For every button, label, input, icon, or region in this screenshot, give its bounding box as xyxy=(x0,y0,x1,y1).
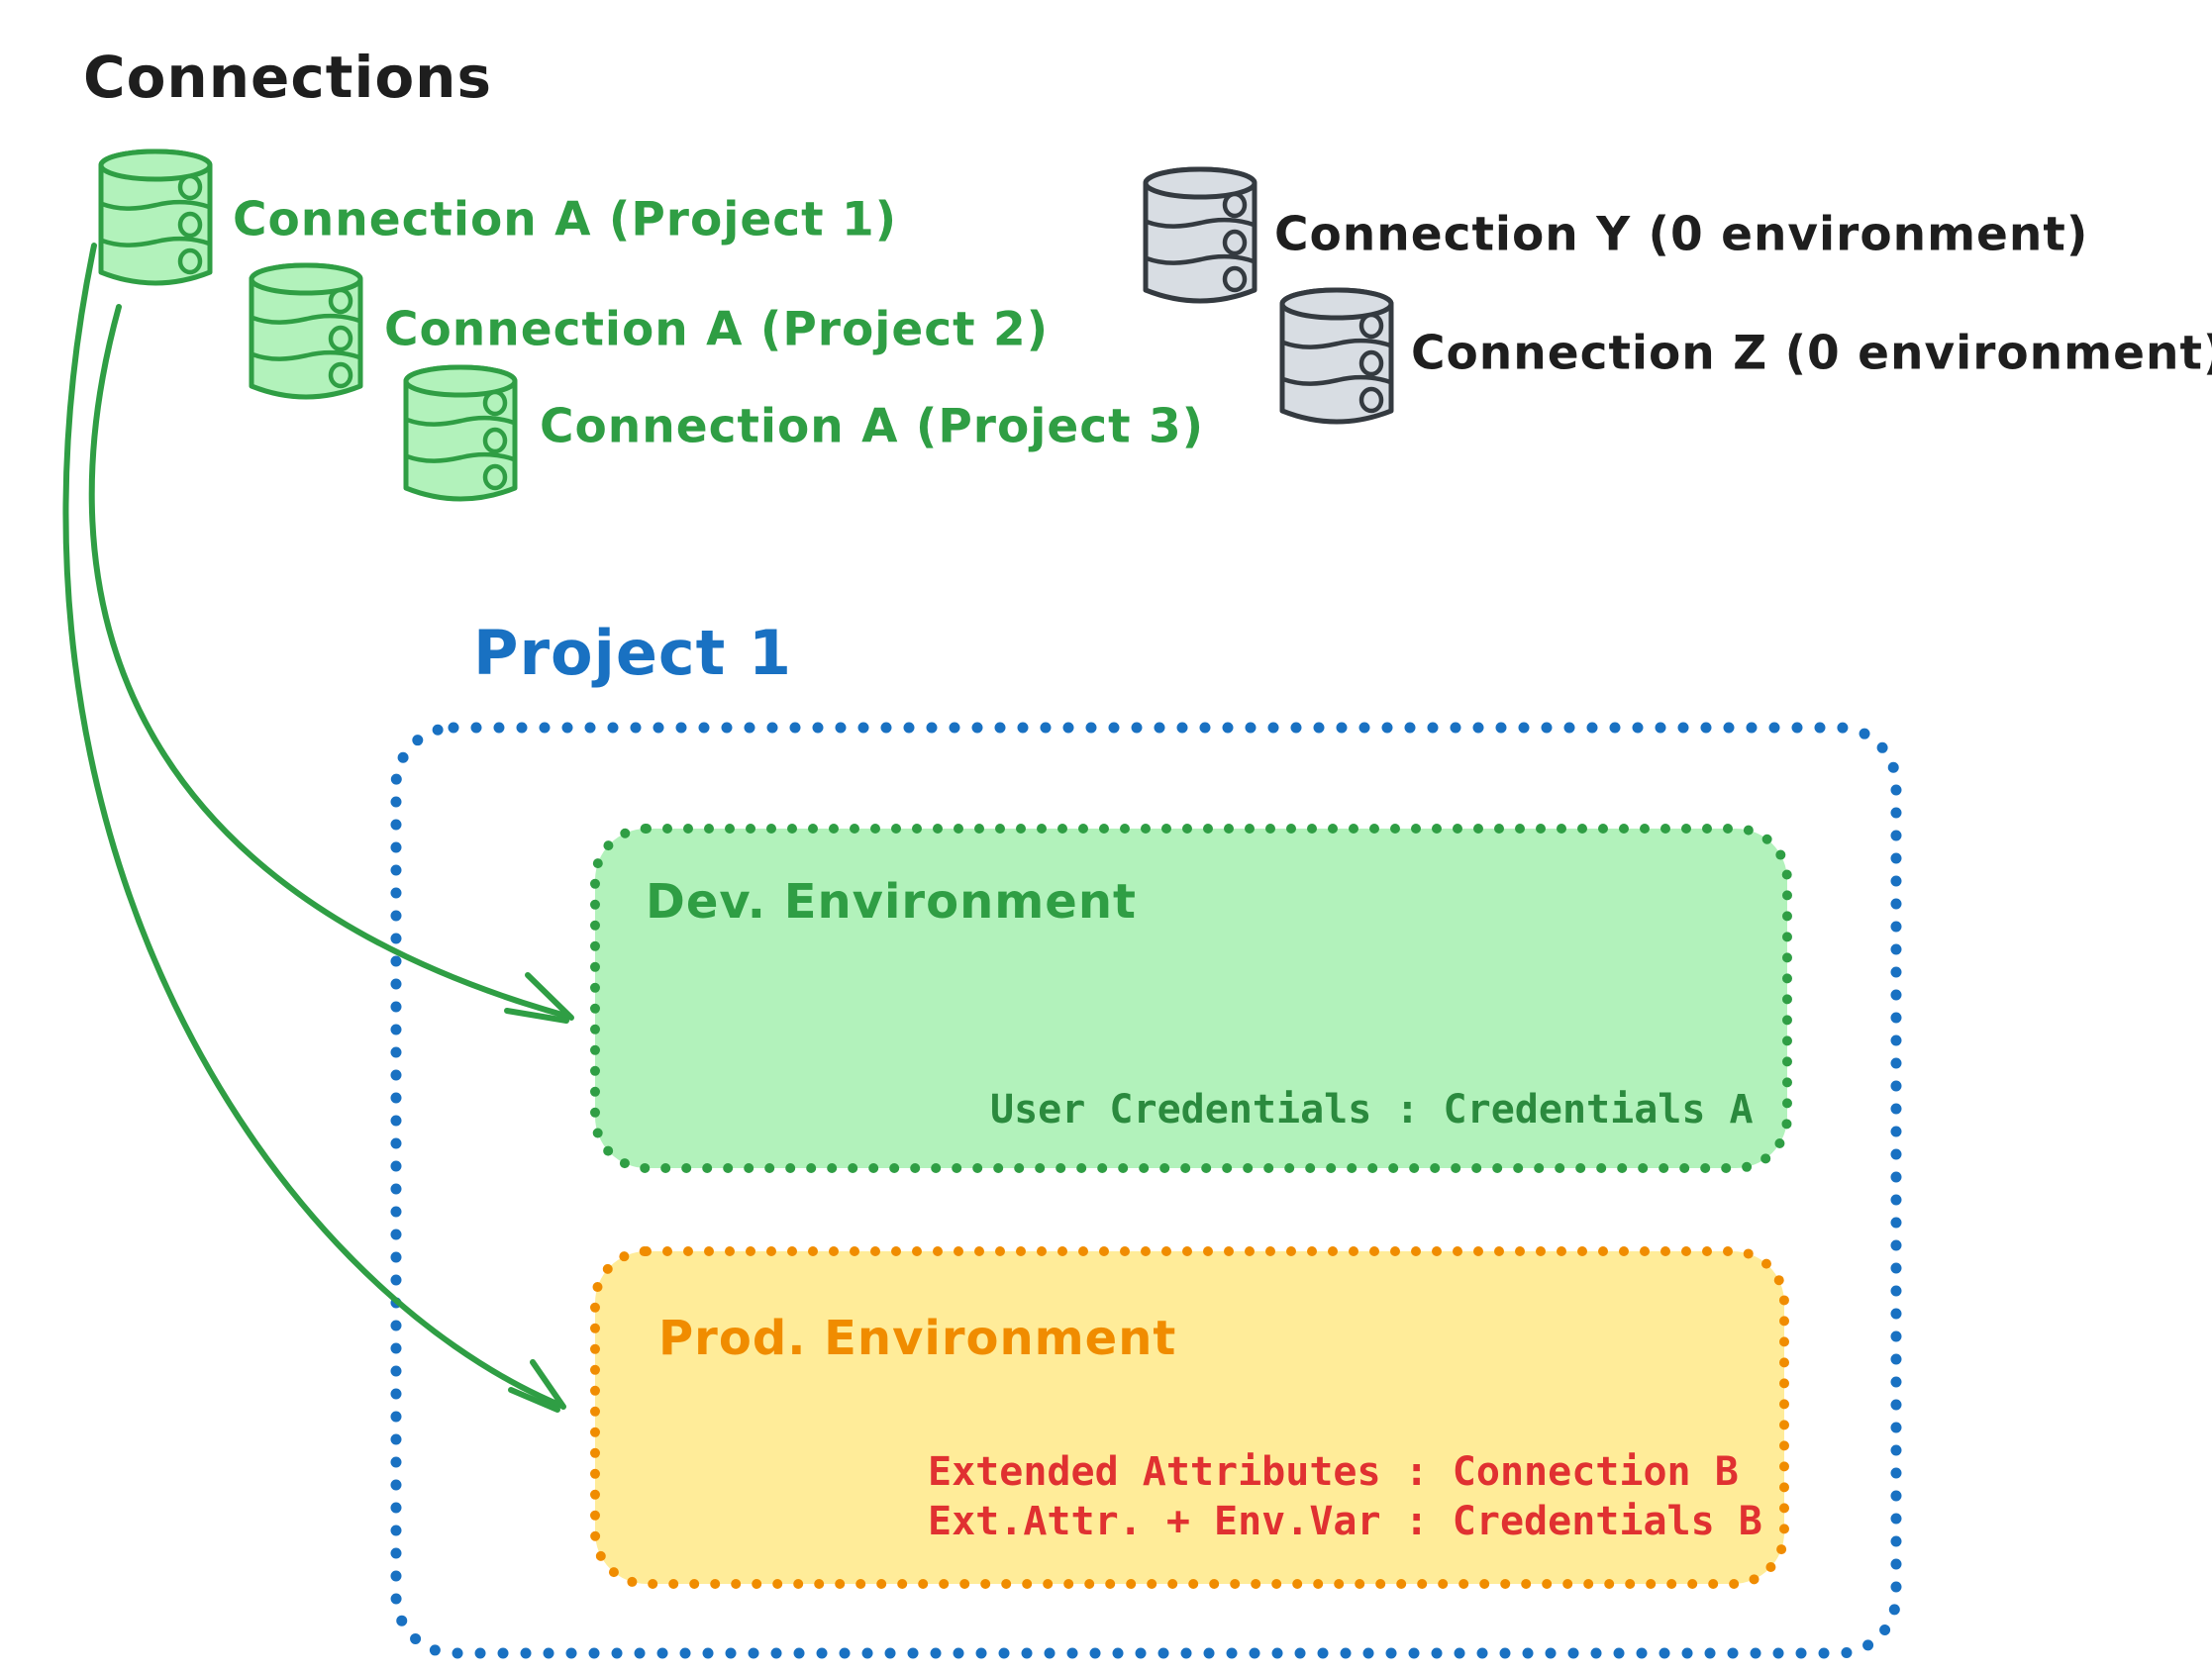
connection-y-label: Connection Y (0 environment) xyxy=(1274,207,2089,262)
prod-environment-box xyxy=(590,1246,1789,1589)
project-1-title: Project 1 xyxy=(473,617,793,689)
arrow-to-dev-environment xyxy=(88,304,574,1024)
project-1-box xyxy=(390,722,1902,1659)
prod-environment-title: Prod. Environment xyxy=(658,1311,1177,1366)
prod-mapping-line-2: Ext.Attr. + Env.Var : Credentials B xyxy=(928,1499,1762,1544)
connection-a-project-2-label: Connection A (Project 2) xyxy=(384,302,1050,357)
prod-mapping-line-1: Extended Attributes : Connection B xyxy=(928,1449,1739,1495)
page-title: Connections xyxy=(83,44,492,111)
prod-credentials-mapping: Extended Attributes : Connection B Ext.A… xyxy=(928,1447,1762,1546)
connection-a-project-1-label: Connection A (Project 1) xyxy=(233,192,898,247)
database-icon-connection-a-project-3 xyxy=(406,367,515,499)
database-icon-connection-a-project-1 xyxy=(101,151,210,283)
dev-environment-title: Dev. Environment xyxy=(646,874,1137,930)
arrow-to-prod-environment xyxy=(62,243,566,1413)
database-icon-connection-y xyxy=(1146,169,1255,301)
database-icon-connection-z xyxy=(1282,290,1391,422)
dev-environment-box xyxy=(590,824,1792,1173)
database-icon-connection-a-project-2 xyxy=(251,265,360,397)
connection-a-project-3-label: Connection A (Project 3) xyxy=(540,399,1205,454)
connection-z-label: Connection Z (0 environment) xyxy=(1411,326,2212,381)
dev-credentials-mapping: User Credentials : Credentials A xyxy=(990,1087,1754,1132)
